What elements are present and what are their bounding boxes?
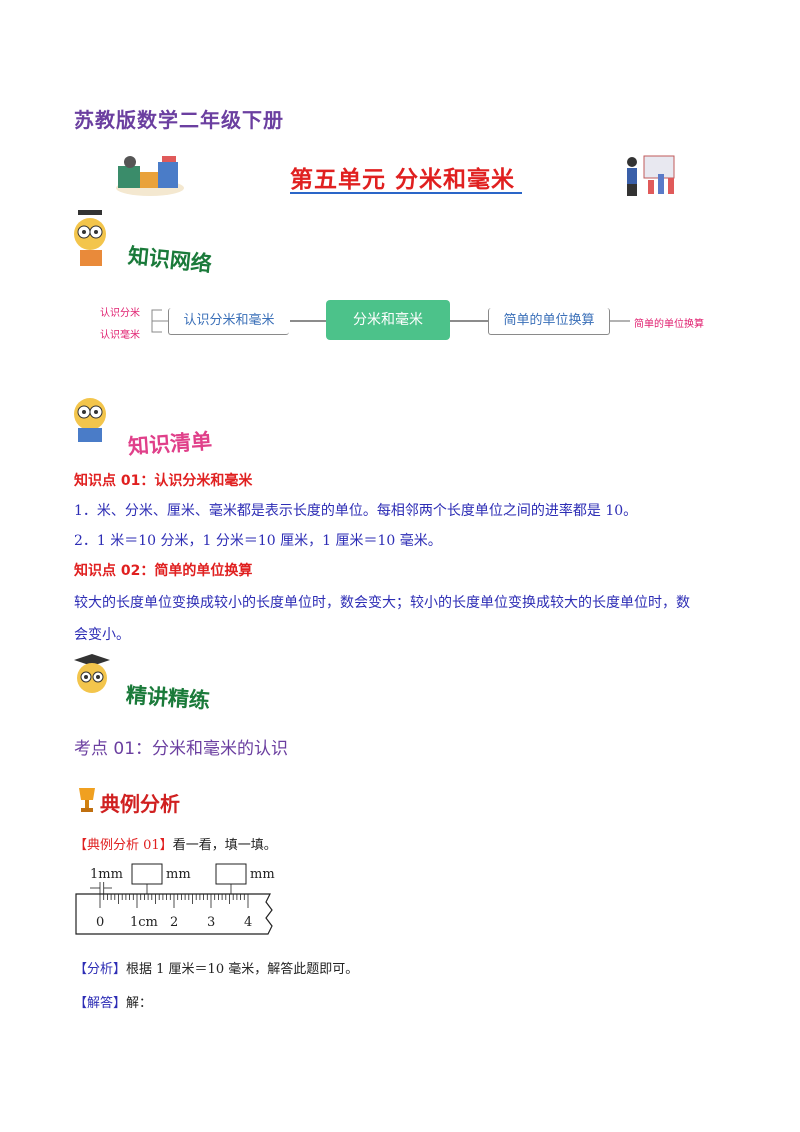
example-label: 【典例分析 01】 — [74, 838, 173, 853]
ruler-label-1mm: 1mm — [90, 867, 123, 882]
knowledge-line: 2．1 米＝10 分米，1 分米＝10 厘米，1 厘米＝10 毫米。 — [74, 533, 442, 549]
knowledge-line: 较大的长度单位变换成较小的长度单位时，数会变大；较小的长度单位变换成较大的长度单… — [74, 595, 690, 611]
owl-graduate-icon — [74, 654, 110, 693]
section-title-key-points: 知识清单 — [127, 428, 213, 459]
owl-reading-icon — [74, 398, 106, 442]
answer-text: 解： — [126, 996, 153, 1011]
presenter-illustration-icon — [627, 155, 675, 196]
mind-map-leaf: 认识分米 — [100, 308, 140, 319]
analysis-label: 【分析】 — [74, 962, 127, 977]
ruler-tick-label: 3 — [207, 915, 215, 930]
owl-teacher-icon — [74, 210, 106, 266]
knowledge-line: 会变小。 — [74, 627, 130, 643]
analysis-text: 根据 1 厘米＝10 毫米，解答此题即可。 — [126, 962, 359, 977]
mind-map-leaf: 简单的单位换算 — [634, 319, 704, 330]
section-title-examples: 精讲精练 — [125, 682, 211, 713]
mind-map-connectors — [151, 309, 630, 333]
section-title-network: 知识网络 — [126, 242, 214, 277]
ruler-tick-label: 0 — [96, 915, 104, 930]
ruler-tick-label: 2 — [170, 915, 178, 930]
ruler-tick-label: 1cm — [130, 915, 158, 930]
mind-map-leaf: 认识毫米 — [100, 330, 140, 341]
ruler-ticks — [99, 894, 249, 908]
example-badge: 典例分析 — [100, 792, 180, 816]
ruler-tick-label: 4 — [244, 915, 252, 930]
book-title: 苏教版数学二年级下册 — [74, 108, 284, 132]
unit-title: 第五单元 分米和毫米 — [290, 167, 516, 193]
ruler-label-mm: mm — [166, 867, 191, 882]
answer-blank-box — [131, 863, 163, 885]
exam-point-title: 考点 01：分米和毫米的认识 — [74, 739, 289, 759]
title-underline — [290, 192, 522, 194]
answer-blank-box — [215, 863, 247, 885]
study-illustration-icon — [116, 156, 184, 196]
mind-map-node-right: 简单的单位换算 — [488, 308, 610, 335]
answer-label: 【解答】 — [74, 996, 127, 1011]
mind-map-center-node: 分米和毫米 — [326, 300, 450, 340]
example-question: 看一看，填一填。 — [172, 838, 277, 853]
knowledge-heading: 知识点 02：简单的单位换算 — [74, 563, 253, 579]
ruler-figure: 1mm mm mm 0 1cm 2 3 4 — [75, 863, 275, 935]
knowledge-heading: 知识点 01：认识分米和毫米 — [74, 473, 253, 489]
trophy-icon — [79, 788, 95, 812]
ruler-label-mm: mm — [250, 867, 275, 882]
mind-map-node-left: 认识分米和毫米 — [168, 308, 289, 335]
knowledge-line: 1．米、分米、厘米、毫米都是表示长度的单位。每相邻两个长度单位之间的进率都是 1… — [74, 503, 638, 519]
